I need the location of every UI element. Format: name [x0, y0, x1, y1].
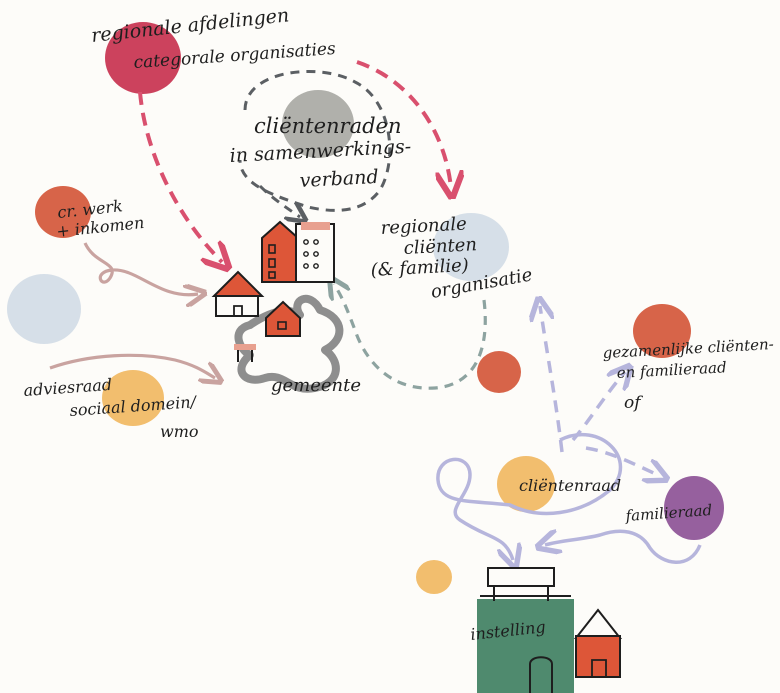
- lav-loop-familieraad: [545, 531, 702, 564]
- yellow-blob-adviesraad: [102, 370, 164, 426]
- dark-dashed-loop: [238, 70, 392, 212]
- label-clientenraad: cliëntenraad: [519, 476, 621, 495]
- instelling-building: [477, 567, 623, 693]
- lav-arrow-up: [540, 306, 564, 453]
- light-blue-blob-right: [433, 213, 509, 281]
- label-gemeente: gemeente: [271, 375, 361, 396]
- label-gezamenlijke: gezamenlijke cliënten-: [602, 335, 774, 362]
- gray-blob: [282, 90, 354, 158]
- orange-blob-gezamenlijke: [633, 304, 691, 358]
- yellow-blob-clientenraad: [497, 456, 555, 512]
- label-en-familie: (& familie): [370, 255, 469, 281]
- orange-blob-cr-werk: [35, 186, 91, 238]
- small-house-icon: [265, 300, 301, 337]
- label-regionale: regionale: [380, 214, 467, 239]
- label-adviesraad: adviesraad: [23, 375, 113, 400]
- label-verband: verband: [299, 166, 379, 192]
- purple-blob-familieraad: [664, 476, 724, 540]
- label-clienten: cliënten: [403, 234, 477, 259]
- teal-dashed-loop: [334, 284, 487, 390]
- instelling-icon: [477, 599, 574, 693]
- dark-dashed-arrow: [258, 184, 300, 217]
- label-wmo: wmo: [160, 422, 199, 441]
- label-regionale-afdelingen: regionale afdelingen: [90, 4, 290, 47]
- label-clientenraden: cliëntenraden: [254, 114, 402, 138]
- rose-swirl-cr-werk: [83, 242, 198, 295]
- red-building-icon: [261, 220, 299, 283]
- rose-swirl-adviesraad: [49, 353, 215, 378]
- label-of: of: [624, 393, 643, 413]
- pink-arrow-left: [138, 91, 222, 262]
- yellow-blob-small: [416, 560, 452, 594]
- gemeente-outline: [234, 294, 344, 393]
- instelling-house-icon: [573, 608, 623, 639]
- gemeente-buildings: [211, 220, 335, 362]
- house-icon: [211, 270, 265, 297]
- office-building-icon: [295, 223, 335, 283]
- lav-loop-clientenraad: [436, 432, 623, 560]
- crimson-blob: [105, 22, 181, 94]
- label-in-samenwerkings: in samenwerkings-: [229, 136, 412, 167]
- lav-arrow-familieraad: [585, 446, 660, 476]
- label-en-familieraad: en familieraad: [616, 358, 727, 382]
- orange-blob-small: [477, 351, 521, 393]
- light-blue-blob-left: [7, 274, 81, 344]
- lav-arrow-gezamenlijke: [571, 372, 625, 442]
